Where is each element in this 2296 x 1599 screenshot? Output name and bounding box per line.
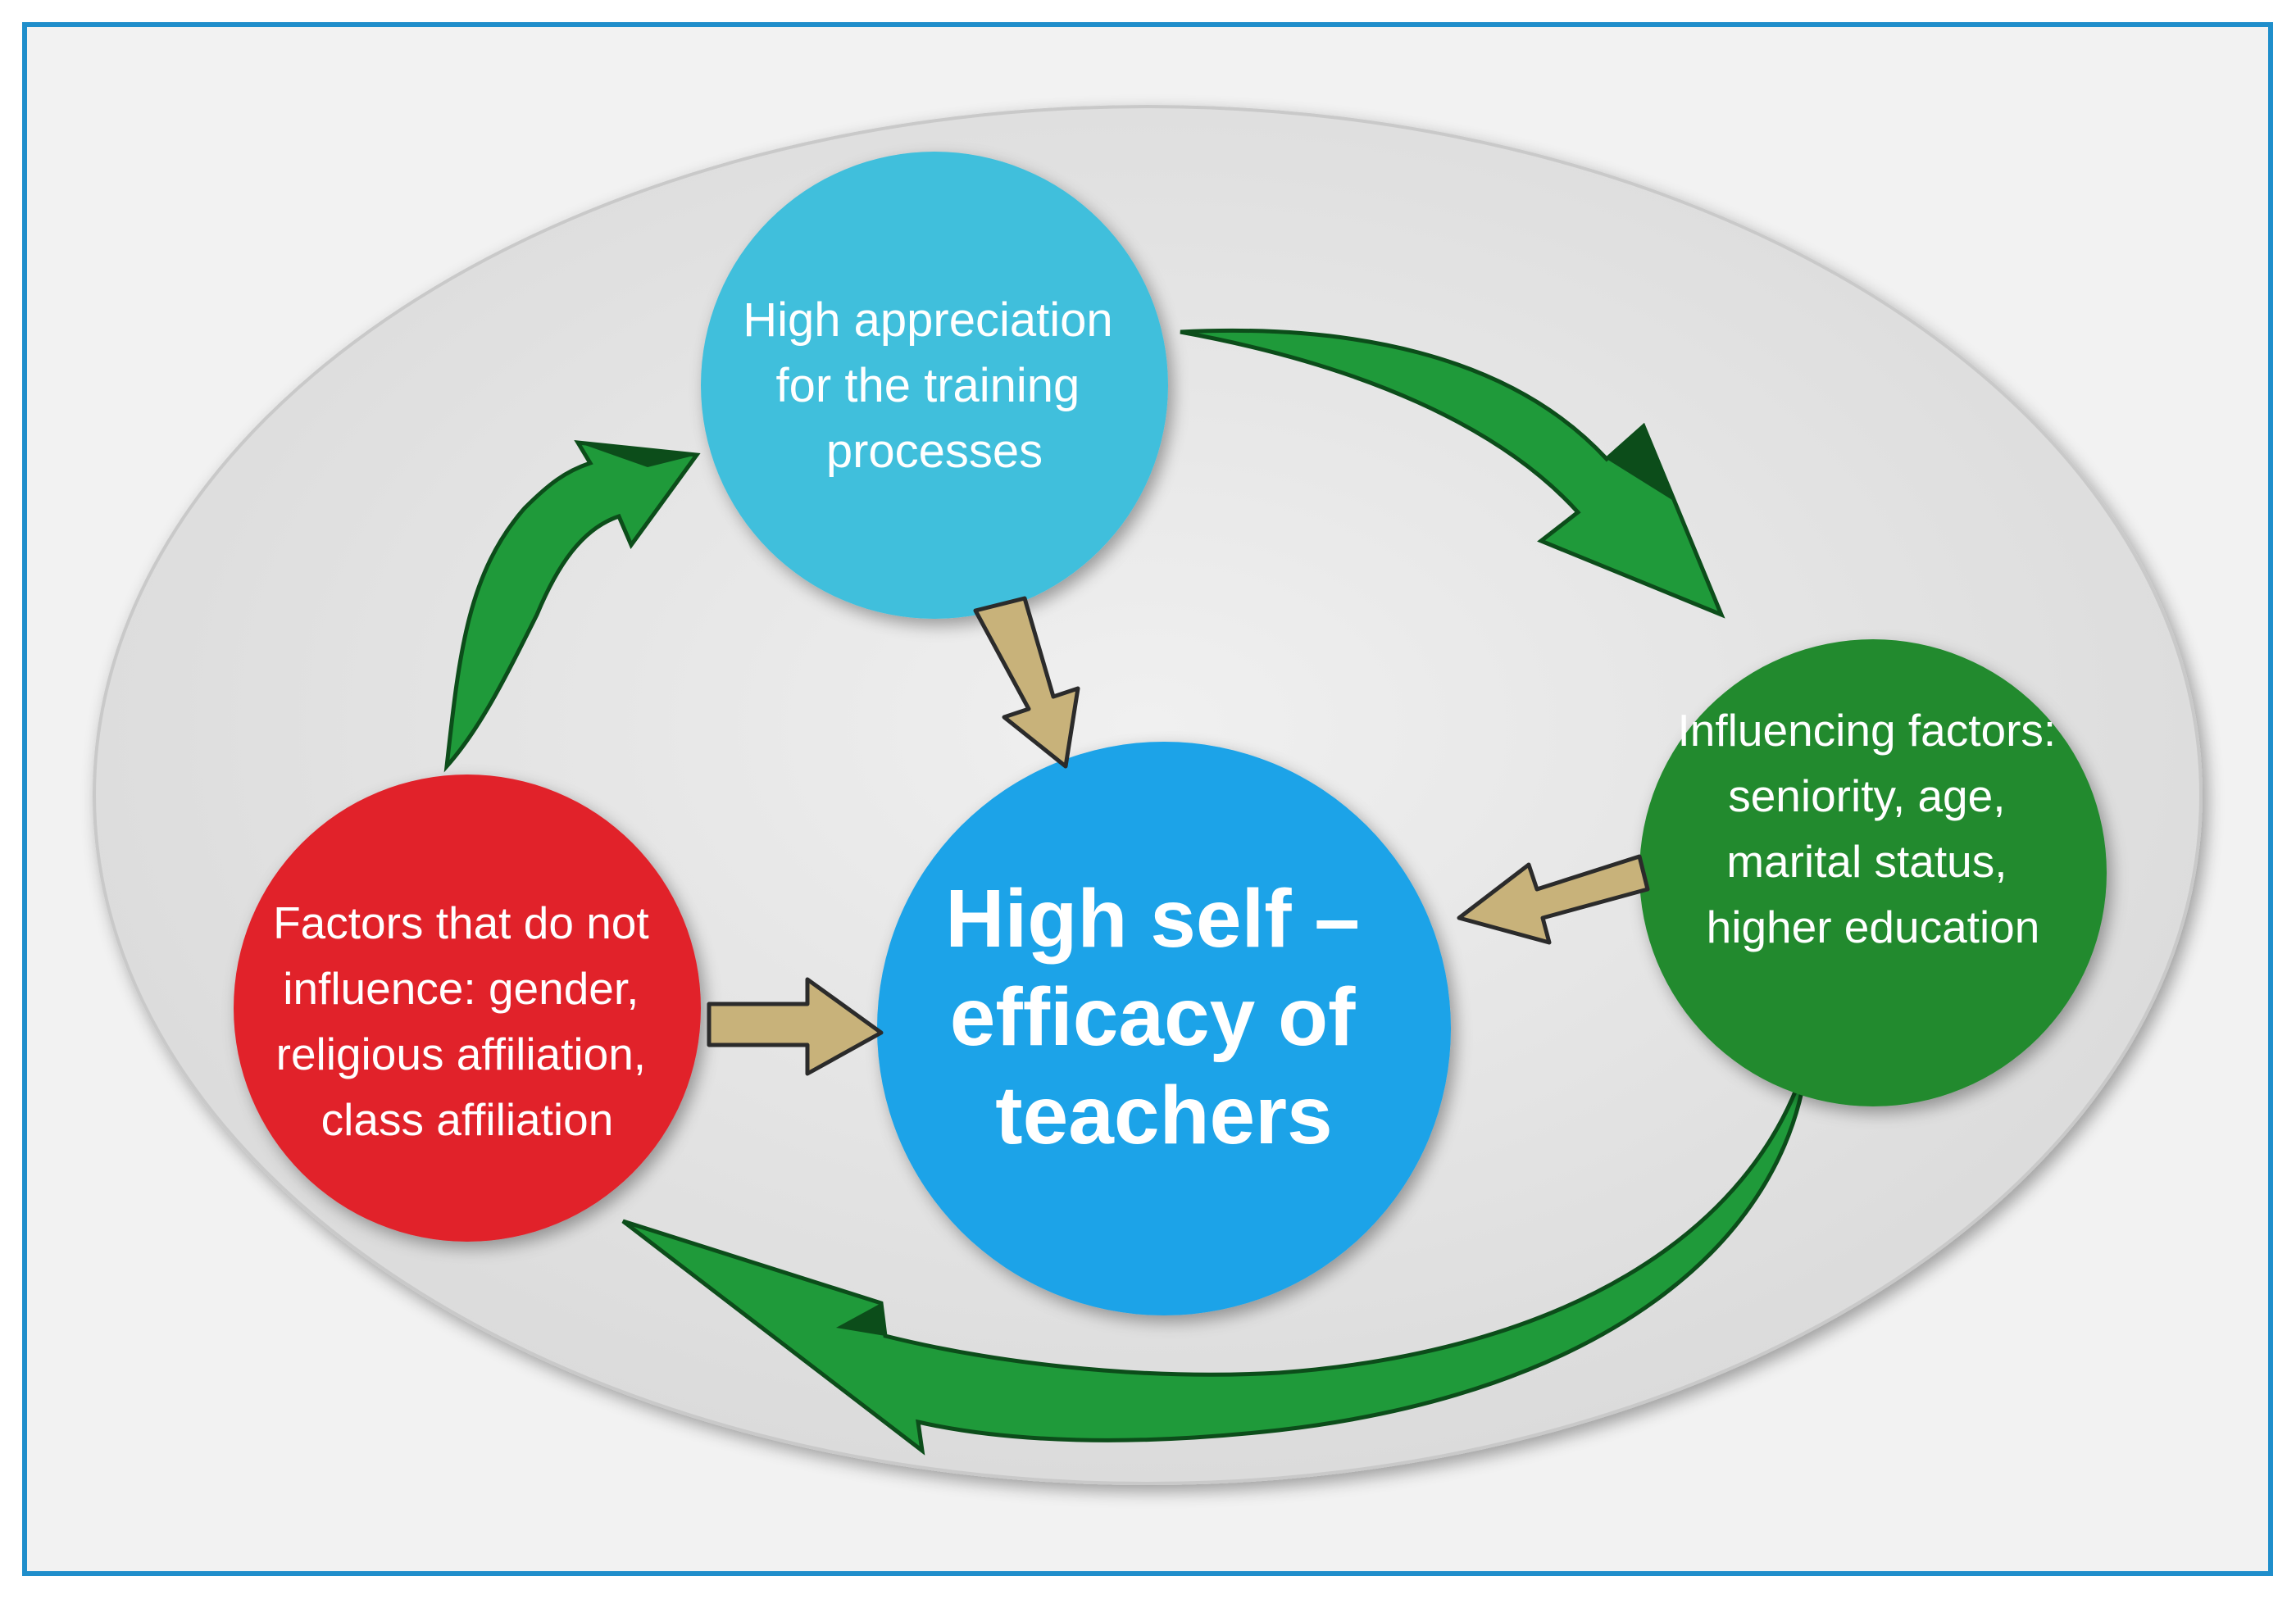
node-left-label: Factors that do not influence: gender, r… — [273, 897, 662, 1145]
node-right — [1639, 639, 2107, 1106]
node-left-circle — [234, 775, 701, 1242]
node-center-circle — [877, 742, 1451, 1315]
influence-arrow-right-to-center — [1457, 854, 1650, 945]
influence-arrow-top-to-center — [973, 596, 1080, 769]
node-center — [877, 742, 1451, 1315]
node-right-circle — [1639, 639, 2107, 1106]
node-center-label: High self – efficacy of teachers — [945, 873, 1382, 1161]
node-top — [701, 152, 1168, 619]
node-left — [234, 775, 701, 1242]
node-top-label: High appreciation for the training proce… — [743, 293, 1126, 478]
influence-arrow-left-to-center — [707, 977, 884, 1076]
node-top-circle — [701, 152, 1168, 619]
node-right-label: Influencing factors: seniority, age, mar… — [1678, 705, 2069, 952]
cycle-arrow-right-to-left — [621, 1056, 1810, 1456]
cycle-arrow-top-to-right — [1180, 328, 1725, 619]
cycle-arrow-left-to-top — [443, 439, 701, 773]
